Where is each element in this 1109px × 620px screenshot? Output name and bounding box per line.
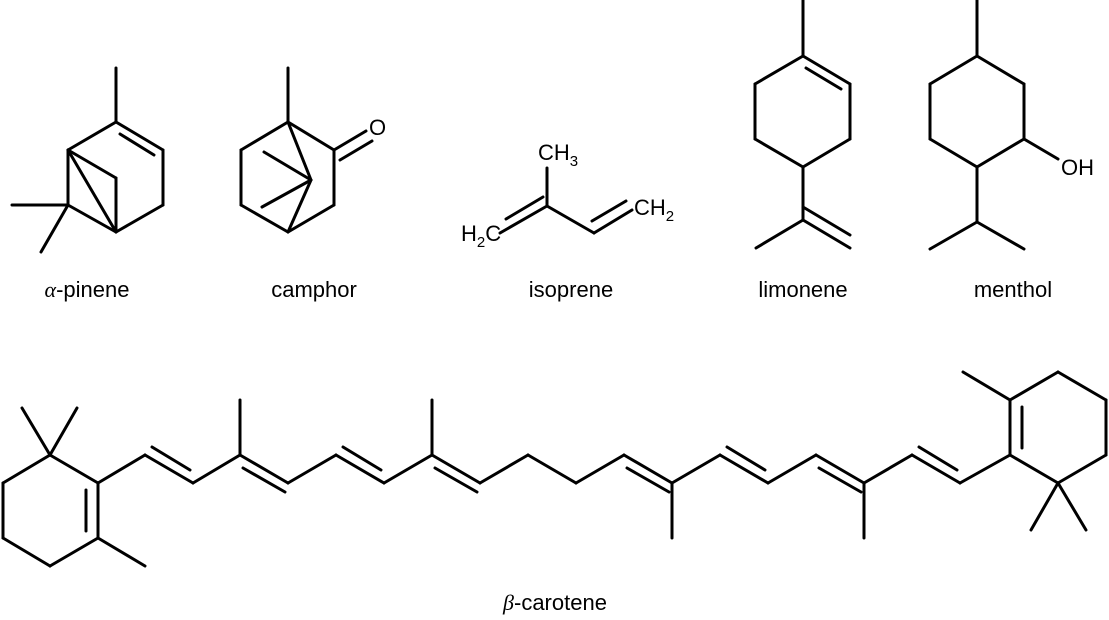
- isoprene-right-methylene: CH2: [634, 195, 674, 225]
- menthol-hydroxyl-group: OH: [1061, 155, 1094, 180]
- alpha-pinene-structure: [10, 66, 165, 254]
- alpha-pinene-label: α-pinene: [45, 277, 130, 302]
- menthol-label: menthol: [974, 277, 1052, 302]
- menthol-structure: [928, 0, 1060, 251]
- camphor-oxygen-atom: O: [369, 115, 386, 140]
- isoprene-methyl-group: CH3: [538, 140, 578, 170]
- camphor-label: camphor: [271, 277, 357, 302]
- beta-carotene-label: β-carotene: [502, 590, 607, 615]
- beta-carotene-structure: [1, 370, 1108, 568]
- isoprene-structure: [498, 166, 634, 235]
- limonene-structure: [753, 0, 852, 250]
- isoprene-label: isoprene: [529, 277, 613, 302]
- limonene-label: limonene: [758, 277, 847, 302]
- isoprene-left-methylene: H2C: [461, 221, 501, 251]
- camphor-structure: [239, 66, 374, 234]
